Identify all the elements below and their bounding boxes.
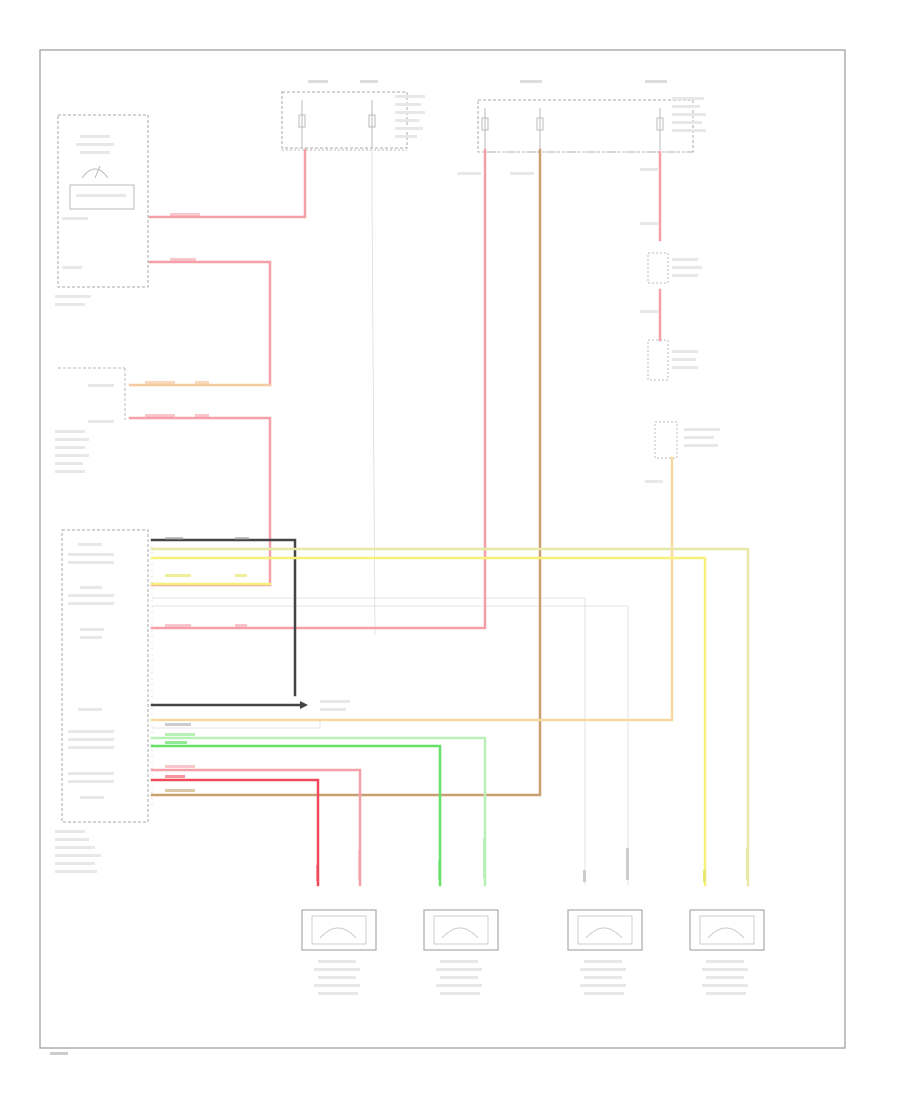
wires	[128, 148, 750, 887]
wire-red-lf	[150, 778, 320, 887]
wheel-speed-sensor-icon	[319, 927, 357, 939]
wire-tan-battery	[150, 148, 542, 797]
brake-switch-stack	[647, 252, 720, 459]
wire-yellow-rr	[150, 556, 707, 887]
fuse-block-left	[281, 80, 425, 151]
wire-pink-battery	[150, 148, 487, 630]
wheel-speed-sensor-right-front	[567, 909, 643, 995]
arrow-icon	[300, 701, 308, 709]
wire-dark-ground	[150, 538, 297, 697]
wire-pale-yellow-switch	[150, 456, 674, 722]
footer-code-mark	[50, 1052, 68, 1055]
wire-pink-cluster-2	[148, 260, 272, 387]
wheel-speed-sensor-left-rear	[423, 909, 499, 995]
wheel-speed-sensor-icon	[441, 927, 479, 939]
fuse-block-middle	[477, 80, 706, 153]
body-control-module	[55, 367, 126, 473]
thin-wires	[152, 150, 629, 885]
sensor-lead-labels	[316, 838, 749, 882]
fuse-icon	[536, 108, 544, 150]
diagram-frame	[39, 49, 846, 1049]
fuse-icon	[481, 108, 489, 150]
wire-labels	[145, 168, 663, 792]
fuse-icon	[368, 100, 376, 148]
instrument-gauge-icon	[81, 165, 109, 179]
fuse-icon	[656, 108, 664, 150]
wire-light-green-lr	[150, 736, 487, 887]
wire-green-lr	[150, 744, 442, 887]
wheel-speed-sensor-right-rear	[689, 909, 765, 995]
wheel-speed-sensor-left-front	[301, 909, 377, 995]
wheel-speed-sensor-icon	[585, 927, 623, 939]
wire-pink-cluster	[148, 148, 307, 219]
control-module	[55, 529, 153, 873]
wire-pale-green-rr	[150, 547, 750, 887]
wheel-speed-sensor-icon	[707, 927, 745, 939]
wire-pink-bcm	[128, 416, 272, 587]
fuse-icon	[298, 100, 306, 148]
wire-pink-lf	[150, 768, 362, 887]
instrument-cluster	[55, 114, 149, 306]
